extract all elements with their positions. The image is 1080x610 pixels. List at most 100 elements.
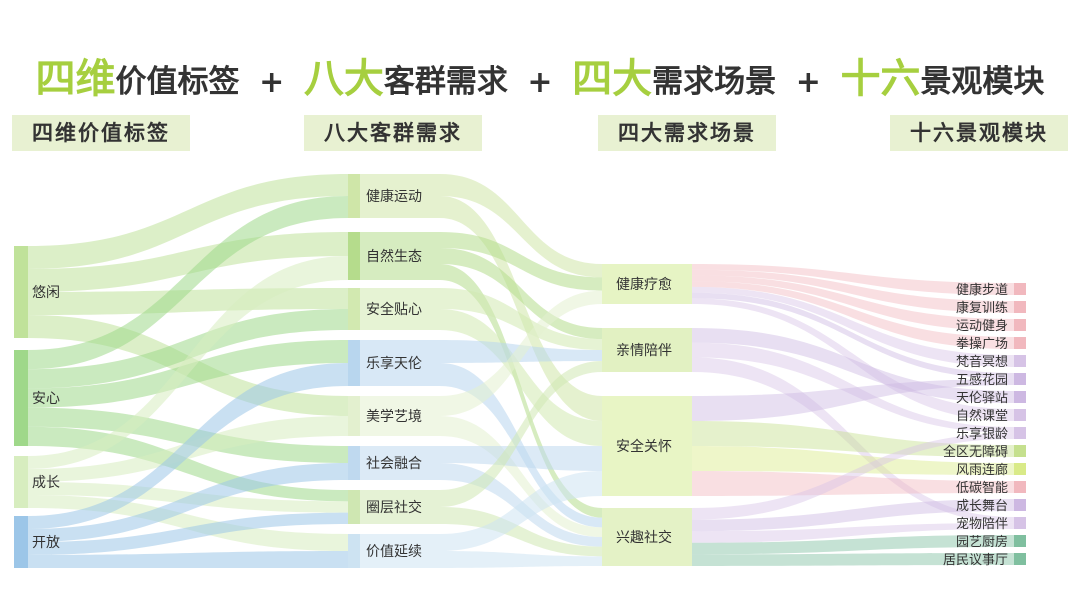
link-tag-need-2-1 [28,256,348,469]
node-module-16 [1014,553,1026,565]
link-scene-module-0-0 [692,264,1014,295]
sankey-links [28,174,1014,568]
link-tag-need-1-5 [28,407,348,463]
link-scene-module-3-13 [692,523,1014,543]
title-plus-3: + [795,65,821,100]
node-module-14 [1014,517,1026,529]
node-need-3 [348,288,440,330]
title-part3-highlight: 四大 [572,56,653,102]
main-title: 四维价值标签 + 八大客群需求 + 四大需求场景 + 十六景观模块 [0,46,1080,104]
link-tag-need-3-7 [28,551,348,568]
sankey-nodes [14,174,1026,568]
link-need-scene-4-0 [440,290,602,416]
node-module-11 [1014,463,1026,475]
node-need-6 [348,446,440,480]
link-need-scene-2-2 [440,309,602,446]
label-scene-2: 亲情陪伴 [616,343,672,359]
header-value-tags: 四维价值标签 [12,115,190,151]
label-scene-1: 健康疗愈 [616,276,672,293]
link-need-scene-3-3 [440,363,602,528]
link-tag-need-1-0 [28,196,348,370]
label-need-8: 价值延续 [366,543,422,560]
title-part1-highlight: 四维 [35,56,116,102]
label-module-5: 梵音冥想 [956,354,1008,370]
link-scene-module-0-5 [692,292,1014,379]
node-tag-4 [14,516,28,568]
label-module-9: 乐享银龄 [956,426,1008,442]
link-scene-module-2-5 [692,379,1014,421]
label-scene-3: 安全关怀 [616,438,672,455]
title-part4-highlight: 十六 [840,56,921,102]
node-module-8 [1014,409,1026,421]
link-tag-need-1-2 [28,309,348,389]
node-module-4 [1014,337,1026,349]
link-tag-need-0-1 [28,232,348,292]
link-scene-module-2-9 [692,421,1014,457]
node-need-5 [348,396,440,436]
link-scene-module-0-7 [692,298,1014,421]
link-scene-module-0-2 [692,275,1014,331]
link-tag-need-0-0 [28,174,348,269]
node-need-bar-4 [348,340,360,386]
title-part2-text: 客群需求 [383,64,508,100]
node-module-1 [1014,283,1026,295]
link-need-scene-1-3 [440,264,602,518]
node-need-bar-7 [348,490,360,524]
link-need-scene-7-3 [440,551,602,568]
label-module-14: 宠物陪伴 [956,516,1008,532]
label-module-2: 康复训练 [956,300,1008,316]
link-need-scene-2-1 [440,288,602,350]
node-scene-4 [602,508,692,566]
label-module-10: 全区无障碍 [943,444,1008,460]
label-need-3: 安全贴心 [366,301,422,318]
link-tag-need-3-6 [28,512,348,555]
link-tag-need-3-3 [28,363,348,529]
label-tag-2: 安心 [32,391,60,407]
node-need-bar-5 [348,396,360,436]
link-need-scene-6-1 [440,361,602,507]
link-scene-module-3-8 [692,433,1014,520]
header-scenes: 四大需求场景 [598,115,776,151]
link-scene-module-3-14 [692,535,1014,555]
title-plus-1: + [259,65,285,100]
link-scene-module-1-8 [692,342,1014,433]
node-tag-3 [14,456,28,508]
link-scene-module-3-15 [692,553,1014,566]
node-scene-1 [602,264,692,304]
label-module-1: 健康步道 [956,282,1008,298]
label-module-8: 自然课堂 [956,408,1008,424]
label-module-16: 居民议事厅 [943,553,1008,568]
node-need-bar-3 [348,288,360,330]
node-tag-1 [14,246,28,338]
label-module-3: 运动健身 [956,318,1008,334]
node-tag-2 [14,350,28,446]
label-scene-4: 兴趣社交 [616,529,672,546]
node-module-7 [1014,391,1026,403]
node-module-15 [1014,535,1026,547]
link-scene-module-2-11 [692,471,1014,496]
node-need-1 [348,174,440,218]
node-module-9 [1014,427,1026,439]
node-need-bar-2 [348,232,360,280]
label-module-4: 拳操广场 [956,336,1008,352]
label-need-7: 圈层社交 [366,499,422,516]
node-need-bar-1 [348,174,360,218]
node-need-bar-8 [348,534,360,568]
link-scene-module-0-3 [692,281,1014,349]
label-need-2: 自然生态 [366,248,422,265]
label-need-5: 美学艺境 [366,409,422,425]
link-scene-module-0-1 [692,269,1014,313]
title-plus-2: + [527,65,553,100]
node-module-5 [1014,355,1026,367]
link-scene-module-1-13 [692,357,1014,523]
link-scene-module-0-4 [692,286,1014,367]
label-need-1: 健康运动 [366,188,422,205]
link-tag-need-3-5 [28,463,348,542]
label-tag-1: 悠闲 [32,285,60,301]
label-tag-3: 成长 [32,475,60,491]
link-need-scene-5-2 [440,446,602,471]
label-module-13: 成长舞台 [956,499,1008,514]
label-module-7: 天伦驿站 [956,391,1008,406]
node-need-8 [348,534,440,568]
